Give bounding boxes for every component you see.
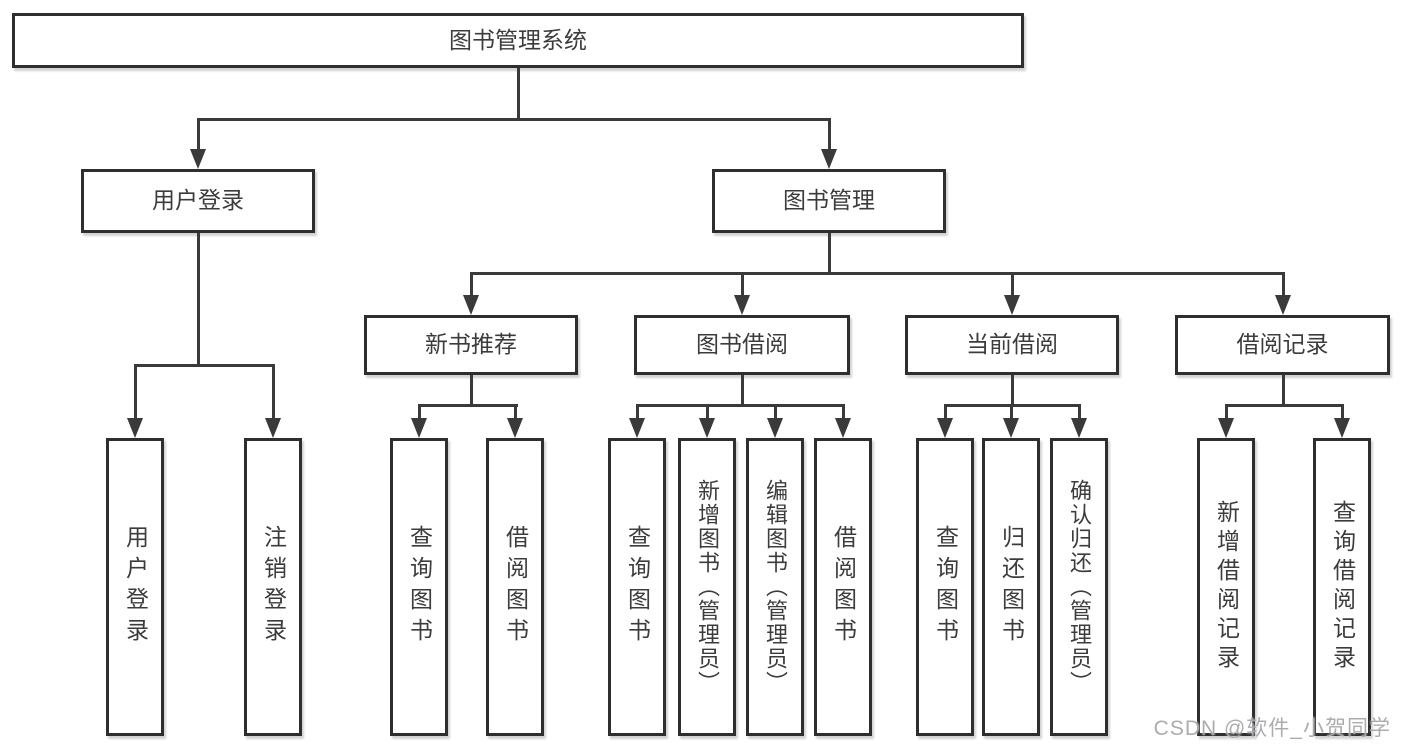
connector-line: [1225, 404, 1344, 407]
connector-line: [1341, 404, 1344, 420]
node-leaf-borrow-books-1: 借阅图书: [486, 438, 544, 736]
connector-line: [1282, 272, 1285, 297]
arrowhead-down: [411, 418, 427, 438]
connector-line: [944, 404, 947, 420]
connector-line: [418, 404, 421, 420]
node-user-login-label: 用户登录: [152, 187, 244, 214]
node-new-book-rec: 新书推荐: [364, 315, 578, 375]
node-book-borrow-label: 图书借阅: [696, 331, 788, 358]
connector-line: [1225, 404, 1228, 420]
node-leaf-query-books-1: 查询图书: [390, 438, 448, 736]
arrowhead-down: [127, 418, 143, 438]
connector-line: [1011, 375, 1014, 407]
node-leaf-edit-books-label: 编辑图书（管理员）: [763, 479, 788, 695]
arrowhead-down: [190, 149, 206, 169]
connector-line: [514, 404, 517, 420]
connector-line: [774, 404, 777, 420]
connector-line: [1282, 375, 1285, 407]
node-leaf-borrow-books-2: 借阅图书: [814, 438, 872, 736]
arrowhead-down: [767, 418, 783, 438]
node-current-borrow-label: 当前借阅: [966, 331, 1058, 358]
node-root-label: 图书管理系统: [449, 26, 587, 53]
arrowhead-down: [1275, 295, 1291, 315]
connector-line: [197, 233, 200, 366]
connector-line: [470, 375, 473, 407]
connector-line: [470, 272, 473, 297]
node-leaf-query-borrow-record: 查询借阅记录: [1313, 438, 1371, 736]
node-leaf-add-books: 新增图书（管理员）: [678, 438, 736, 736]
connector-line: [636, 404, 639, 420]
node-leaf-logout-label: 注销登录: [260, 525, 287, 649]
node-root: 图书管理系统: [12, 13, 1024, 68]
node-leaf-query-books-1-label: 查询图书: [406, 525, 433, 649]
connector-line: [741, 375, 744, 407]
node-leaf-query-books-3: 查询图书: [916, 438, 974, 736]
arrowhead-down: [734, 295, 750, 315]
node-leaf-return-books-label: 归还图书: [998, 525, 1025, 649]
connector-line: [418, 404, 518, 407]
arrowhead-down: [699, 418, 715, 438]
connector-line: [828, 233, 831, 274]
connector-line: [1010, 404, 1013, 420]
arrowhead-down: [1003, 418, 1019, 438]
connector-line: [706, 404, 709, 420]
connector-line: [272, 364, 275, 420]
arrowhead-down: [937, 418, 953, 438]
connector-line: [636, 404, 845, 407]
node-current-borrow: 当前借阅: [905, 315, 1119, 375]
node-book-mgmt-label: 图书管理: [783, 187, 875, 214]
connector-line: [134, 364, 275, 367]
node-new-book-rec-label: 新书推荐: [425, 331, 517, 358]
node-leaf-add-borrow-record-label: 新增借阅记录: [1213, 500, 1240, 674]
node-leaf-borrow-books-1-label: 借阅图书: [502, 525, 529, 649]
arrowhead-down: [507, 418, 523, 438]
node-leaf-confirm-return: 确认归还（管理员）: [1050, 438, 1108, 736]
node-leaf-user-login: 用户登录: [106, 438, 164, 736]
connector-line: [1011, 272, 1014, 297]
arrowhead-down: [629, 418, 645, 438]
arrowhead-down: [1071, 418, 1087, 438]
connector-line: [741, 272, 744, 297]
connector-line: [842, 404, 845, 420]
arrowhead-down: [265, 418, 281, 438]
arrowhead-down: [1334, 418, 1350, 438]
node-user-login: 用户登录: [81, 169, 315, 233]
node-leaf-return-books: 归还图书: [982, 438, 1040, 736]
node-leaf-confirm-return-label: 确认归还（管理员）: [1067, 479, 1092, 695]
node-leaf-query-books-2: 查询图书: [608, 438, 666, 736]
node-leaf-query-books-3-label: 查询图书: [932, 525, 959, 649]
node-leaf-borrow-books-2-label: 借阅图书: [830, 525, 857, 649]
node-leaf-query-books-2-label: 查询图书: [624, 525, 651, 649]
connector-line: [828, 118, 831, 151]
connector-line: [197, 118, 831, 121]
arrowhead-down: [821, 149, 837, 169]
node-leaf-query-borrow-record-label: 查询借阅记录: [1329, 500, 1356, 674]
node-borrow-records: 借阅记录: [1175, 315, 1390, 375]
csdn-watermark: CSDN @软件_小贺同学: [1153, 717, 1391, 740]
node-leaf-edit-books: 编辑图书（管理员）: [746, 438, 804, 736]
node-leaf-logout: 注销登录: [244, 438, 302, 736]
node-leaf-user-login-label: 用户登录: [122, 525, 149, 649]
node-book-borrow: 图书借阅: [634, 315, 850, 375]
connector-line: [517, 68, 520, 120]
node-leaf-add-borrow-record: 新增借阅记录: [1197, 438, 1255, 736]
arrowhead-down: [1218, 418, 1234, 438]
node-borrow-records-label: 借阅记录: [1236, 331, 1329, 358]
connector-line: [197, 118, 200, 151]
node-leaf-add-books-label: 新增图书（管理员）: [695, 479, 720, 695]
connector-line: [470, 272, 1285, 275]
connector-line: [1078, 404, 1081, 420]
arrowhead-down: [1004, 295, 1020, 315]
connector-line: [134, 364, 137, 420]
arrowhead-down: [835, 418, 851, 438]
arrowhead-down: [463, 295, 479, 315]
node-book-mgmt: 图书管理: [712, 169, 946, 233]
